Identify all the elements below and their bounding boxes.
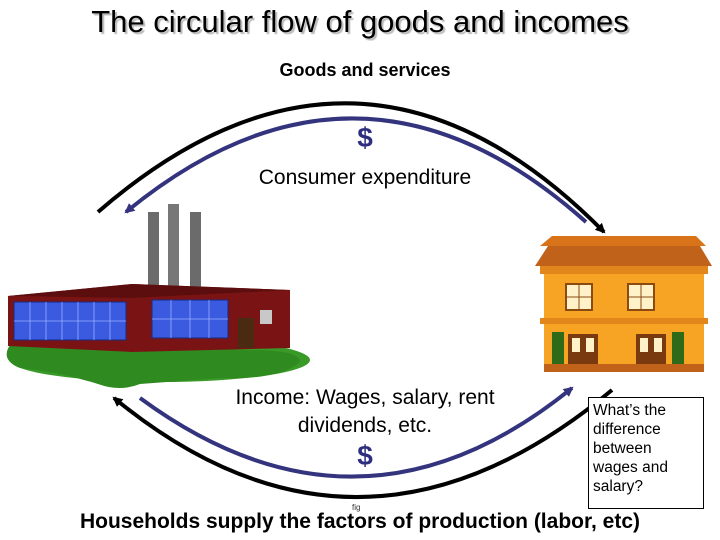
bottom-caption: Households supply the factors of product… [79,510,641,533]
top-dollar-sign: $ [357,122,373,153]
expenditure-flow-arrow [124,116,588,224]
factory-icon [6,204,310,388]
consumer-expenditure-label: Consumer expenditure [258,166,472,189]
bottom-dollar-sign: $ [357,440,373,471]
goods-flow-arrow [96,101,606,234]
income-label: Income: Wages, salary, rent dividends, e… [235,386,495,437]
factors-flow-arrow [112,388,614,499]
page-title: The circular flow of goods and incomes [91,4,629,39]
question-callout: What’s the difference between wages and … [588,397,704,509]
house-icon [535,236,712,372]
goods-services-label: Goods and services [279,60,451,80]
income-flow-arrow [138,386,574,479]
fig-note: fig [352,503,361,512]
